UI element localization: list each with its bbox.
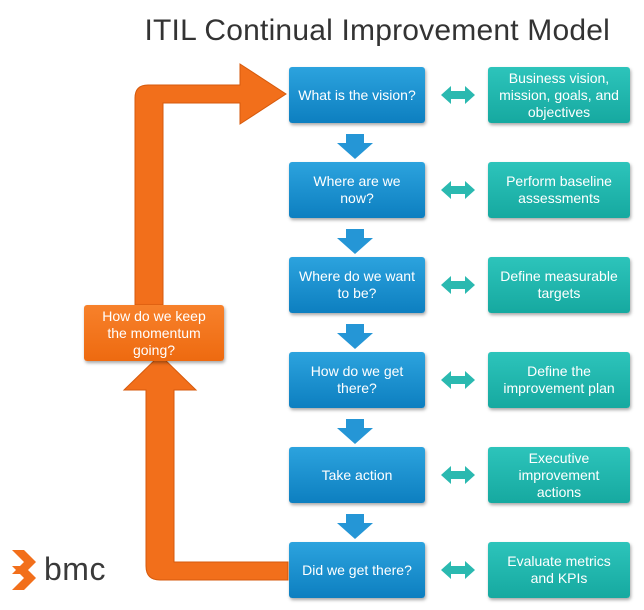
double-arrow bbox=[441, 466, 475, 484]
down-arrow bbox=[337, 514, 373, 539]
step-plan: How do we get there? bbox=[289, 352, 425, 408]
answer-vision: Business vision, mission, goals, and obj… bbox=[488, 67, 630, 123]
answer-target: Define measurable targets bbox=[488, 257, 630, 313]
bmc-logo: bmc bbox=[8, 548, 106, 590]
double-arrow bbox=[441, 276, 475, 294]
double-arrow bbox=[441, 86, 475, 104]
answer-plan: Define the improvement plan bbox=[488, 352, 630, 408]
bmc-logo-text: bmc bbox=[44, 550, 106, 587]
down-arrow bbox=[337, 419, 373, 444]
down-arrow bbox=[337, 229, 373, 254]
momentum-to-vision-arrow bbox=[134, 63, 287, 306]
answer-action: Executive improvement actions bbox=[488, 447, 630, 503]
double-arrow bbox=[441, 561, 475, 579]
diagram-title: ITIL Continual Improvement Model bbox=[144, 14, 610, 47]
double-arrow bbox=[441, 181, 475, 199]
answer-current: Perform baseline assessments bbox=[488, 162, 630, 218]
step-review: Did we get there? bbox=[289, 542, 425, 598]
down-arrow bbox=[337, 324, 373, 349]
momentum-box: How do we keep the momentum going? bbox=[84, 305, 224, 361]
answer-review: Evaluate metrics and KPIs bbox=[488, 542, 630, 598]
double-arrows bbox=[441, 86, 475, 579]
bmc-chevron-icon bbox=[12, 550, 36, 590]
down-arrow bbox=[337, 134, 373, 159]
step-action: Take action bbox=[289, 447, 425, 503]
step-target: Where do we want to be? bbox=[289, 257, 425, 313]
return-loop-arrow bbox=[122, 354, 289, 581]
double-arrow bbox=[441, 371, 475, 389]
step-current: Where are we now? bbox=[289, 162, 425, 218]
down-arrows bbox=[337, 134, 373, 539]
step-vision: What is the vision? bbox=[289, 67, 425, 123]
